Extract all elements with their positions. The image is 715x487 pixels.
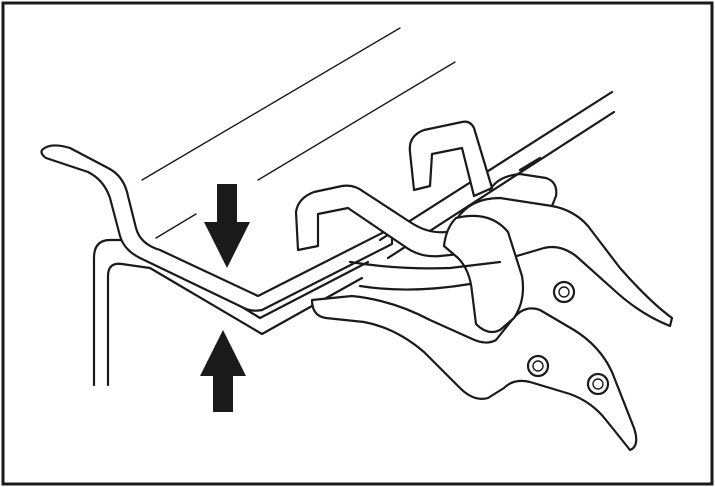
pliers-rivet-1	[552, 280, 576, 304]
arrow-down-icon	[204, 184, 250, 268]
upper-sheet-panel	[40, 27, 456, 312]
arrow-up-icon	[200, 330, 246, 412]
locking-pliers	[310, 172, 674, 452]
pliers-rivet-2	[526, 354, 550, 378]
pliers-rivet-3	[586, 372, 610, 396]
